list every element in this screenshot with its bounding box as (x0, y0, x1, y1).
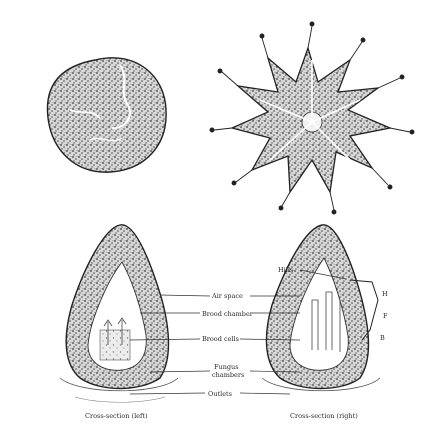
bottom-right-section (262, 225, 380, 391)
margin-mark-h: H (382, 290, 388, 298)
label-brood-cells: Brood cells (202, 335, 239, 343)
label-air-space: Air space (211, 292, 243, 300)
top-left-round-mound (47, 58, 166, 172)
margin-mark-b: B (380, 334, 385, 342)
bottom-left-section (60, 225, 178, 402)
caption-right: Cross-section (right) (290, 412, 358, 420)
top-right-star-mound (210, 22, 414, 214)
label-outlets: Outlets (208, 390, 232, 398)
label-brood-chamber: Brood chamber (202, 310, 254, 318)
label-hills: Hills (278, 266, 293, 274)
label-fungus-chambers-1: Fungus (214, 363, 239, 371)
label-fungus-chambers-2: chambers (212, 371, 244, 379)
caption-left: Cross-section (left) (85, 412, 148, 420)
margin-mark-f: F (383, 312, 388, 320)
